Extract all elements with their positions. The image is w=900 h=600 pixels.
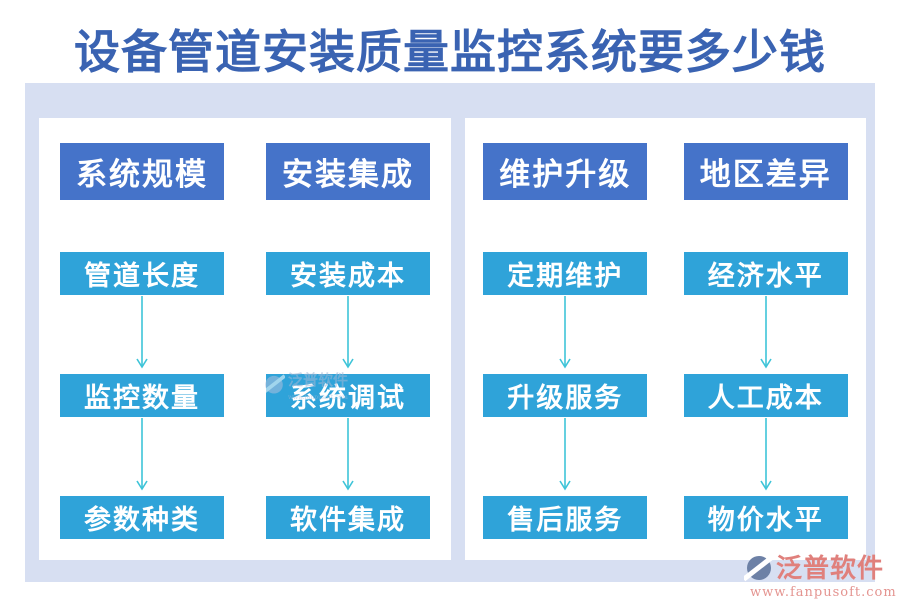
factor-box: 人工成本 bbox=[683, 374, 848, 417]
brand-logo-icon bbox=[744, 553, 774, 581]
factor-box: 管道长度 bbox=[60, 252, 224, 295]
down-arrow-icon bbox=[135, 295, 149, 374]
factor-box: 安装成本 bbox=[266, 252, 430, 295]
factor-box: 升级服务 bbox=[483, 374, 648, 417]
factor-box: 售后服务 bbox=[483, 496, 648, 539]
down-arrow-icon bbox=[558, 295, 572, 374]
factor-box: 软件集成 bbox=[266, 496, 430, 539]
factor-box: 经济水平 bbox=[683, 252, 848, 295]
flow-column-maintenance-upgrade: 维护升级 定期维护 升级服务 售后服务 bbox=[465, 143, 666, 560]
category-box: 地区差异 bbox=[683, 143, 848, 200]
factor-box: 定期维护 bbox=[483, 252, 648, 295]
down-arrow-icon bbox=[759, 417, 773, 496]
footer-brand: 泛普软件 www.fanpusoft.com bbox=[744, 548, 897, 600]
factor-box: 参数种类 bbox=[60, 496, 224, 539]
flow-column-install-integration: 安装集成 安装成本 系统调试 软件集成 bbox=[245, 143, 451, 560]
factor-box: 系统调试 bbox=[266, 374, 430, 417]
flow-panel-right: 维护升级 定期维护 升级服务 售后服务 地区差异 经济水平 人工成 bbox=[465, 118, 866, 560]
down-arrow-icon bbox=[135, 417, 149, 496]
category-box: 维护升级 bbox=[483, 143, 648, 200]
background-band: 系统规模 管道长度 监控数量 参数种类 安装集成 安装成本 系统调 bbox=[25, 83, 875, 582]
category-box: 系统规模 bbox=[60, 143, 224, 200]
brand-url: www.fanpusoft.com bbox=[750, 585, 897, 600]
category-box: 安装集成 bbox=[266, 143, 430, 200]
page-title: 设备管道安装质量监控系统要多少钱 bbox=[74, 25, 826, 79]
down-arrow-icon bbox=[341, 417, 355, 496]
down-arrow-icon bbox=[558, 417, 572, 496]
brand-name: 泛普软件 bbox=[776, 554, 885, 584]
down-arrow-icon bbox=[341, 295, 355, 374]
flow-column-regional-difference: 地区差异 经济水平 人工成本 物价水平 bbox=[666, 143, 867, 560]
flow-column-system-scale: 系统规模 管道长度 监控数量 参数种类 bbox=[39, 143, 245, 560]
factor-box: 监控数量 bbox=[60, 374, 224, 417]
flow-panel-left: 系统规模 管道长度 监控数量 参数种类 安装集成 安装成本 系统调 bbox=[39, 118, 451, 560]
down-arrow-icon bbox=[759, 295, 773, 374]
factor-box: 物价水平 bbox=[683, 496, 848, 539]
